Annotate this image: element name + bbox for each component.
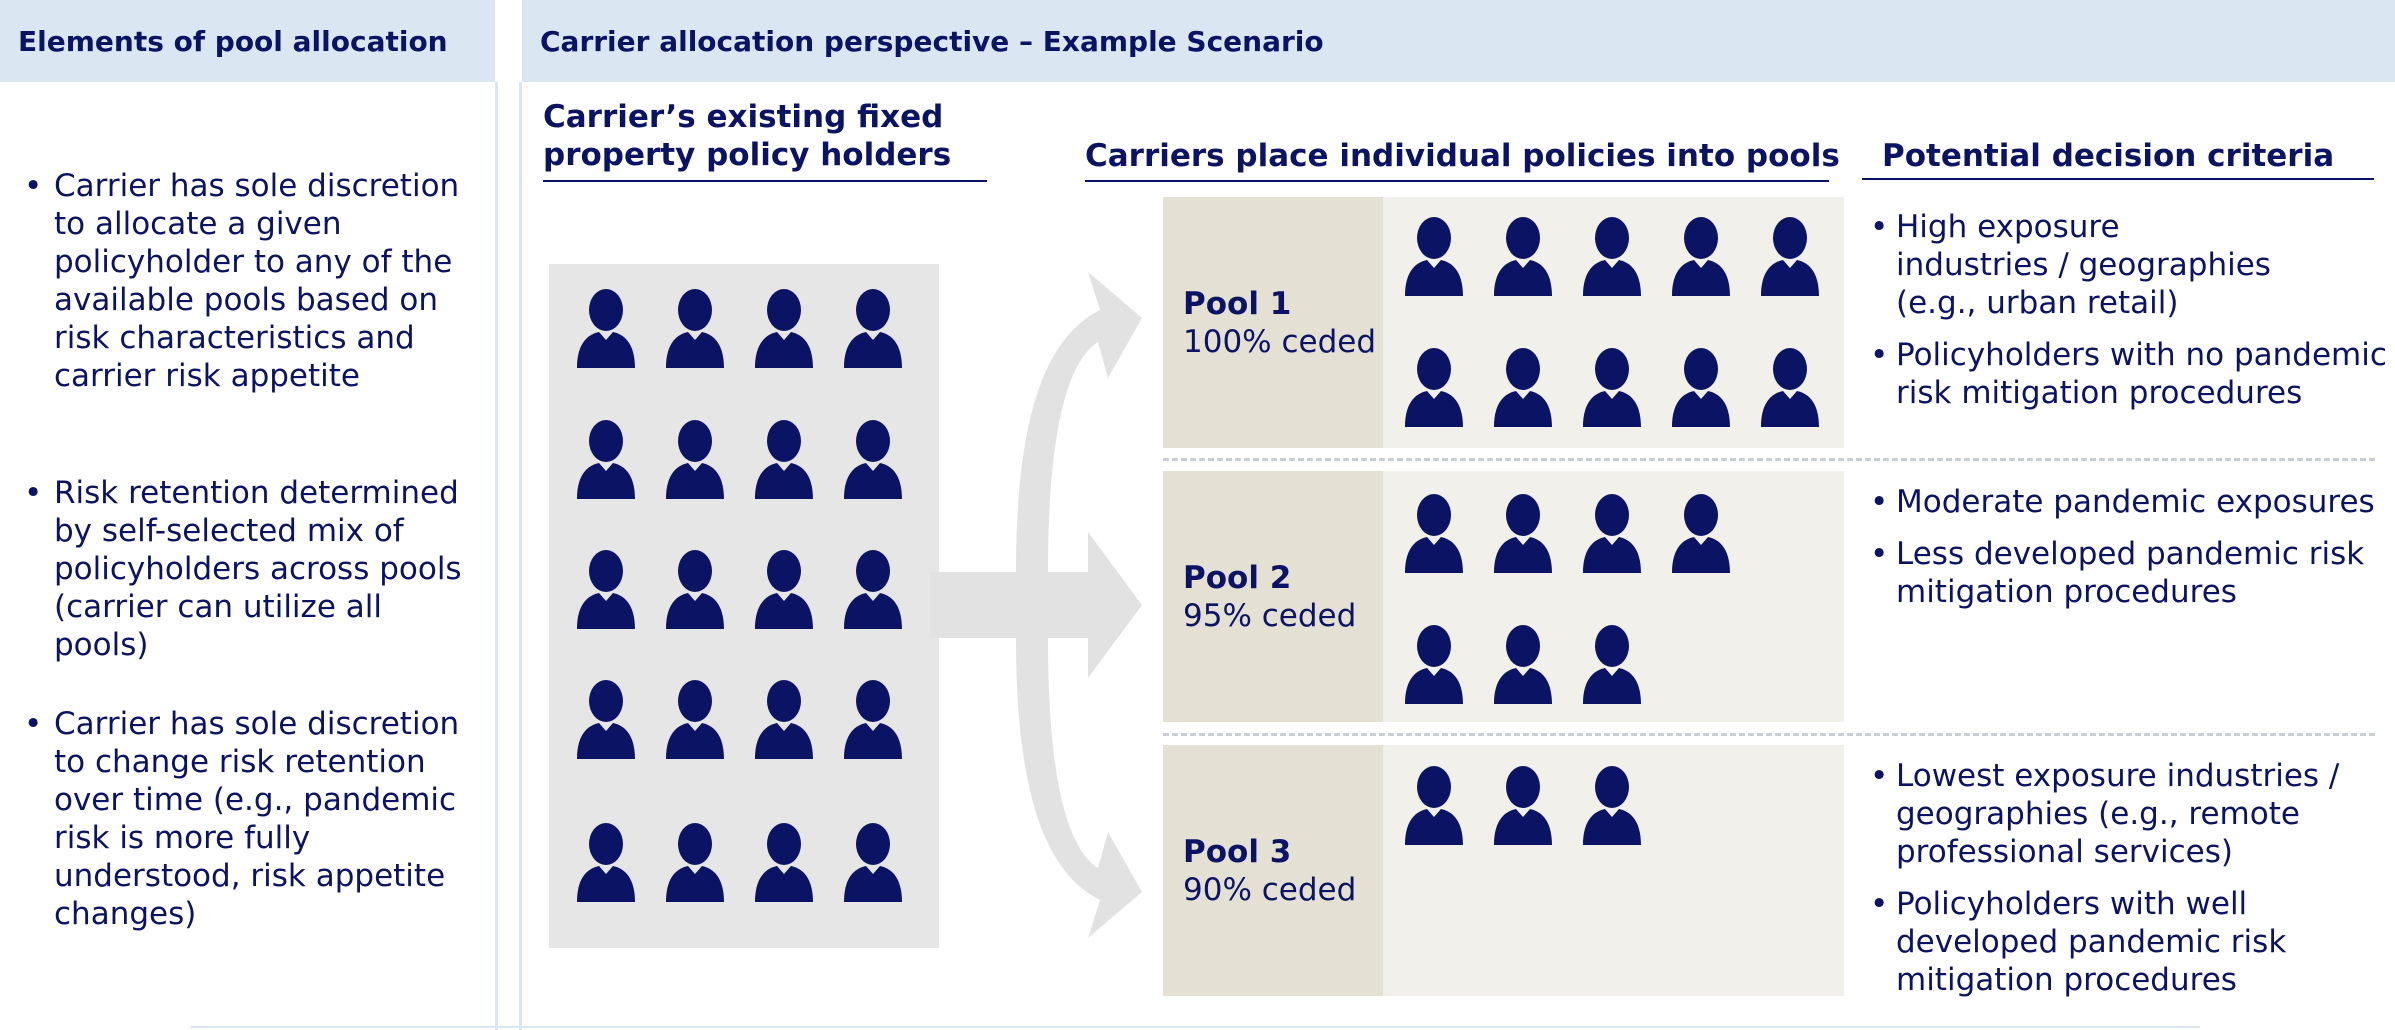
col-existing-title: Carrier’s existing fixed property policy… bbox=[543, 98, 987, 182]
person-icon bbox=[753, 679, 815, 759]
left-header: Elements of pool allocation bbox=[0, 0, 495, 82]
person-icon bbox=[753, 549, 815, 629]
pool-3-criteria: Lowest exposure industries / geographies… bbox=[1868, 757, 2388, 1013]
right-header: Carrier allocation perspective – Example… bbox=[522, 0, 2395, 82]
person-icon bbox=[842, 419, 904, 499]
left-panel bbox=[0, 82, 498, 1030]
person-icon bbox=[1670, 493, 1732, 573]
person-icon bbox=[1581, 493, 1643, 573]
person-icon bbox=[1581, 347, 1643, 427]
person-icon bbox=[664, 419, 726, 499]
person-icon bbox=[753, 419, 815, 499]
pool-2-criterion-1: Moderate pandemic exposures bbox=[1868, 483, 2388, 521]
pool-3-criterion-1: Lowest exposure industries / geographies… bbox=[1868, 757, 2388, 871]
person-icon bbox=[664, 679, 726, 759]
person-icon bbox=[664, 288, 726, 368]
pool-1-criterion-2: Policyholders with no pandemic risk miti… bbox=[1868, 336, 2388, 412]
person-icon bbox=[842, 549, 904, 629]
person-icon bbox=[1492, 624, 1554, 704]
pool-1-title: Pool 1 bbox=[1183, 286, 1292, 322]
person-icon bbox=[1581, 216, 1643, 296]
pool-2-ceded: 95% ceded bbox=[1183, 598, 1357, 634]
pool-3-ceded: 90% ceded bbox=[1183, 872, 1357, 908]
pool-3-criterion-2: Policyholders with well developed pandem… bbox=[1868, 885, 2388, 999]
left-bullet-1: Carrier has sole discretion to allocate … bbox=[18, 167, 478, 395]
person-icon bbox=[1492, 493, 1554, 573]
person-icon bbox=[575, 549, 637, 629]
person-icon bbox=[1492, 765, 1554, 845]
person-icon bbox=[575, 822, 637, 902]
left-bullet-list-2: Risk retention determined by self-select… bbox=[18, 474, 478, 664]
flow-arrow-icon bbox=[930, 272, 1142, 938]
left-header-title: Elements of pool allocation bbox=[18, 24, 448, 58]
person-icon bbox=[842, 288, 904, 368]
left-bullet-2: Risk retention determined by self-select… bbox=[18, 474, 478, 664]
pool-3-label-band bbox=[1163, 745, 1383, 996]
person-icon bbox=[753, 288, 815, 368]
person-icon bbox=[1492, 347, 1554, 427]
bottom-rule bbox=[190, 1026, 2200, 1028]
person-icon bbox=[753, 822, 815, 902]
person-icon bbox=[1403, 765, 1465, 845]
person-icon bbox=[1581, 765, 1643, 845]
person-icon bbox=[664, 822, 726, 902]
pool-1-criteria: High exposure industries / geographies (… bbox=[1868, 208, 2388, 426]
person-icon bbox=[1670, 347, 1732, 427]
pool-2-title: Pool 2 bbox=[1183, 560, 1292, 596]
person-icon bbox=[1403, 216, 1465, 296]
person-icon bbox=[1581, 624, 1643, 704]
person-icon bbox=[575, 419, 637, 499]
right-header-title: Carrier allocation perspective – Example… bbox=[540, 24, 1324, 58]
person-icon bbox=[1670, 216, 1732, 296]
left-bullet-list: Carrier has sole discretion to allocate … bbox=[18, 167, 478, 395]
col-pools-title: Carriers place individual policies into … bbox=[1085, 137, 1840, 182]
person-icon bbox=[1403, 624, 1465, 704]
left-bullet-3: Carrier has sole discretion to change ri… bbox=[18, 705, 478, 933]
person-icon bbox=[842, 679, 904, 759]
pool-divider-2 bbox=[1163, 733, 2375, 736]
pool-2-criteria: Moderate pandemic exposures Less develop… bbox=[1868, 483, 2388, 625]
col-criteria-title: Potential decision criteria bbox=[1862, 137, 2374, 180]
left-bullet-list-3: Carrier has sole discretion to change ri… bbox=[18, 705, 478, 933]
person-icon bbox=[664, 549, 726, 629]
pool-1-ceded: 100% ceded bbox=[1183, 324, 1377, 360]
person-icon bbox=[1403, 493, 1465, 573]
pool-1-label-band bbox=[1163, 197, 1383, 448]
person-icon bbox=[1759, 216, 1821, 296]
person-icon bbox=[1492, 216, 1554, 296]
pool-3-title: Pool 3 bbox=[1183, 834, 1292, 870]
right-panel bbox=[519, 82, 2395, 1030]
person-icon bbox=[1759, 347, 1821, 427]
pool-2-criterion-2: Less developed pandemic risk mitigation … bbox=[1868, 535, 2388, 611]
pool-2-label-band bbox=[1163, 471, 1383, 722]
person-icon bbox=[575, 679, 637, 759]
person-icon bbox=[1403, 347, 1465, 427]
pool-1-criterion-1: High exposure industries / geographies (… bbox=[1868, 208, 2388, 322]
person-icon bbox=[575, 288, 637, 368]
person-icon bbox=[842, 822, 904, 902]
pool-divider-1 bbox=[1163, 458, 2375, 461]
